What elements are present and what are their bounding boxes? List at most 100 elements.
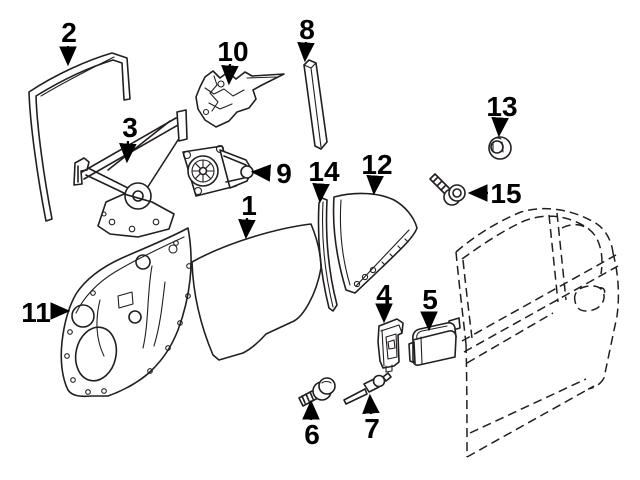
part-guide-bracket [408, 322, 457, 366]
callout-3-arrow [119, 140, 137, 164]
callout-7-label: 7 [364, 413, 380, 444]
callout-11-label: 11 [21, 297, 51, 328]
callout-6[interactable]: 6 [302, 399, 320, 450]
pin-head [372, 374, 386, 388]
callout-13[interactable]: 13 [486, 91, 518, 138]
callout-11[interactable]: 11 [21, 297, 71, 328]
quarter-glass-ticks [381, 238, 409, 266]
glass-holder-details [380, 324, 403, 373]
motor-shaft-cap [240, 165, 254, 179]
part-sash-channel [303, 59, 328, 150]
callout-9-arrow [250, 164, 272, 182]
callout-14-label: 14 [308, 156, 340, 187]
panel-rect-hole [117, 291, 134, 309]
part-glass-run-channel [28, 52, 131, 222]
callout-6-label: 6 [304, 419, 320, 450]
regulator-drum [124, 182, 152, 210]
callout-8-label: 8 [299, 14, 315, 45]
nut-facets [490, 137, 504, 153]
panel-outline [60, 227, 192, 398]
door-shell-outline [455, 207, 620, 458]
guide-bracket-tab [408, 341, 416, 364]
callout-13-arrow [491, 116, 509, 138]
bolt-hole [177, 320, 183, 326]
door-shell-reference [446, 207, 620, 458]
callout-10[interactable]: 10 [217, 36, 249, 86]
callout-8[interactable]: 8 [297, 14, 315, 63]
run-channel-outline [28, 52, 131, 222]
part-division-channel [317, 197, 338, 312]
plate-hole [101, 211, 107, 217]
quarter-glass-outline [332, 192, 418, 294]
bolt-hole [101, 388, 107, 394]
bolt-hole [165, 345, 171, 351]
callout-1[interactable]: 1 [238, 190, 257, 240]
bolt-hole [85, 389, 91, 395]
callout-15[interactable]: 15 [467, 178, 522, 209]
callout-3-label: 3 [122, 112, 138, 143]
pin-shank [343, 388, 368, 405]
quarter-glass-hole [361, 273, 369, 281]
callout-2-label: 2 [61, 17, 77, 48]
bolt-hole [70, 377, 76, 383]
part-window-regulator-left [73, 109, 188, 238]
part-nut [488, 136, 512, 160]
callout-7-arrow [362, 393, 380, 415]
callout-8-arrow [297, 41, 315, 63]
callout-12[interactable]: 12 [361, 149, 393, 196]
bolt-hole [147, 368, 153, 374]
sash-channel-edges [303, 62, 322, 148]
regulator2-details [204, 75, 277, 112]
division-channel-outline [317, 197, 338, 312]
regulator2-hole [217, 80, 225, 88]
bolt15-head [448, 184, 466, 202]
quarter-glass-inner-lines [339, 199, 410, 287]
regulator2-hole [202, 108, 210, 116]
callout-14-arrow [312, 182, 330, 204]
part-door-glass [191, 223, 322, 361]
bolt15-socket [452, 188, 462, 198]
motor-mount-hole [182, 150, 192, 160]
regulator-arms [85, 120, 179, 197]
bolt-hole [173, 240, 179, 246]
part-glass-holder [377, 318, 404, 373]
part-guide-pin [343, 372, 392, 405]
panel-bolt-holes [64, 240, 192, 395]
plate-hole [128, 225, 136, 233]
panel-inner-contours [75, 236, 185, 357]
callout-1-arrow [238, 217, 256, 240]
part-quarter-glass [332, 192, 418, 294]
bolt6-head-detail [321, 380, 332, 384]
panel-hole [135, 254, 151, 270]
bolt6-head [318, 377, 336, 395]
bolt15-shank [429, 173, 450, 194]
part-window-regulator-right [195, 70, 285, 128]
callout-4-label: 4 [376, 279, 392, 310]
division-channel-inner [321, 201, 334, 308]
door-handle-cutout [573, 285, 606, 312]
door-glass-outline [191, 223, 322, 361]
callout-14[interactable]: 14 [308, 156, 340, 204]
callout-3[interactable]: 3 [119, 112, 138, 164]
callout-5[interactable]: 5 [420, 284, 438, 332]
quarter-glass-hole [369, 266, 377, 274]
bolt-hole [64, 353, 70, 359]
callout-12-arrow [366, 174, 384, 196]
panel-hole [128, 310, 142, 324]
motor-mount-hole [193, 186, 203, 196]
callout-10-arrow [221, 63, 239, 86]
callout-12-label: 12 [361, 149, 392, 180]
run-channel-inner-line [40, 56, 115, 97]
bolt-hole [186, 263, 192, 269]
callout-13-label: 13 [486, 91, 517, 122]
callout-15-label: 15 [490, 178, 521, 209]
callout-7[interactable]: 7 [362, 393, 380, 444]
plate-hole [152, 218, 160, 226]
callout-2[interactable]: 2 [59, 17, 77, 67]
bolt-hole [90, 290, 96, 296]
callout-4[interactable]: 4 [375, 279, 393, 324]
panel-hole [168, 244, 178, 254]
callout-9[interactable]: 9 [250, 158, 292, 189]
